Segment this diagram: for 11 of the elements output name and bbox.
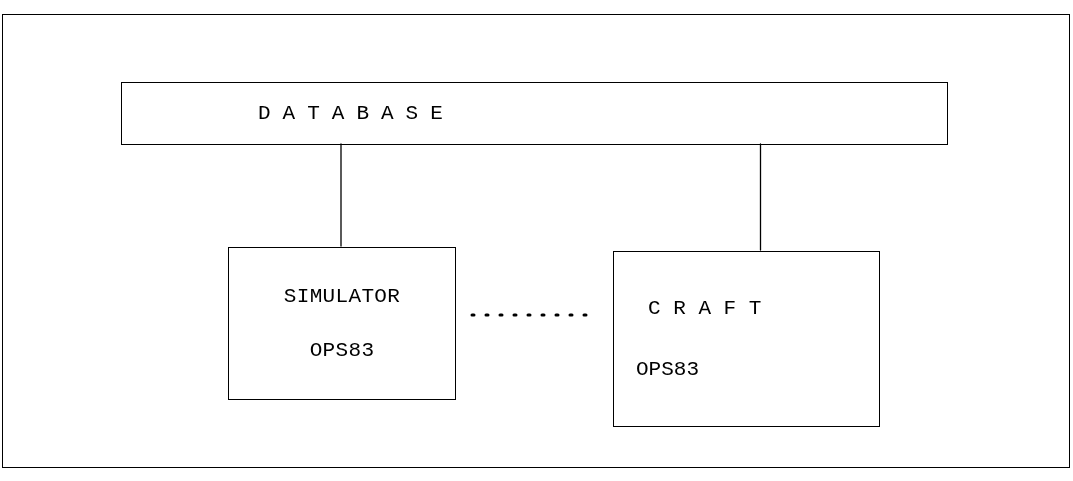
box-label: OPS83 bbox=[636, 357, 699, 383]
box-label: SIMULATOR bbox=[283, 284, 401, 310]
box-label: DATABASE bbox=[258, 100, 455, 127]
box-label: OPS83 bbox=[309, 337, 375, 364]
connector-line bbox=[340, 143, 342, 247]
process-box bbox=[613, 251, 880, 427]
process-box bbox=[228, 247, 456, 400]
frame-box bbox=[2, 14, 1070, 468]
box-label: CRAFT bbox=[647, 295, 774, 322]
connector-line bbox=[759, 143, 762, 251]
process-box bbox=[121, 82, 948, 145]
